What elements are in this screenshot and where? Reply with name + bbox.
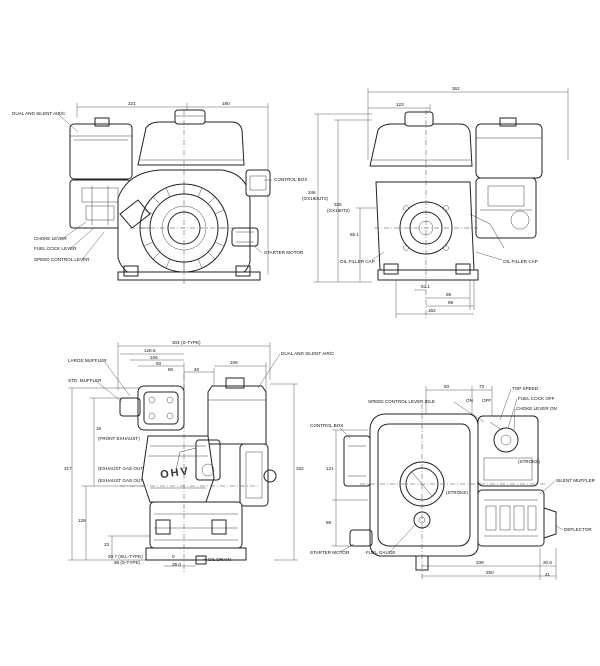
dim-123: 123: [396, 102, 404, 107]
dim-41: 41: [545, 572, 551, 577]
dim-221: 221: [128, 101, 136, 106]
dim-239: 239: [476, 560, 484, 565]
label-control-box-2: CONTROL BOX: [310, 423, 343, 428]
label-speed-control-lever: SPEED CONTROL LEVER: [34, 257, 90, 262]
label-starter-motor-2: STARTER MOTOR: [310, 550, 350, 555]
dim-346: 346: [308, 190, 316, 195]
dim-73: 73: [479, 384, 485, 389]
dim-99: 99: [448, 300, 454, 305]
dim-20-7: 20.7 (W,L-TYPE): [108, 554, 143, 559]
dim-80: 80: [168, 367, 174, 372]
dim-332: 332: [296, 466, 304, 471]
label-deflector: DEFLECTOR: [564, 527, 592, 532]
dim-88-b: 88: [326, 520, 332, 525]
label-fuel-cock-off: FUEL COCK OFF: [518, 396, 555, 401]
label-on: ON: [466, 398, 473, 403]
label-oil-drain: OIL DRAIN: [208, 557, 231, 562]
dim-106-a: 106: [150, 355, 158, 360]
label-stroke-1: (STROKE): [518, 459, 540, 464]
dim-20-6: 20.6: [543, 560, 552, 565]
dim-0: 0: [172, 554, 175, 559]
dim-335-sub: (GX160T2): [327, 208, 350, 213]
dim-304: 304 (S-TYPE): [172, 340, 201, 345]
dim-106-b: 106: [230, 360, 238, 365]
dim-121: 121: [326, 466, 334, 471]
label-speed-control-idle: SPEED CONTROL LEVER IDLE: [368, 399, 435, 404]
dim-23: 23: [104, 542, 110, 547]
label-oil-filler-cap-right: OIL FILLER CAP: [503, 259, 538, 264]
label-choke-lever-on: CHOKE LEVER ON: [516, 406, 557, 411]
dim-83: 83: [444, 384, 450, 389]
dim-335: 335: [334, 202, 342, 207]
dim-65-1: 65.1: [350, 232, 359, 237]
label-fuel-cock-lever: FUEL COCK LEVER: [34, 246, 77, 251]
label-top-speed: TOP SPEED: [512, 386, 539, 391]
dim-39: 39.0: [172, 562, 181, 567]
dim-126-5: 126.5: [144, 348, 156, 353]
dim-250: 250: [486, 570, 494, 575]
dim-362: 362: [452, 86, 460, 91]
dim-40: 40: [194, 367, 200, 372]
dim-346-sub: (GX160UT2): [302, 196, 329, 201]
label-silent-muffler: SILENT MUFFLER: [556, 478, 596, 483]
label-dual-silent-aircleaner: DUAL AND SILENT AIR/C: [12, 111, 66, 116]
view-exhaust-side: 304 (S-TYPE) 126.5 106 93 80 40 106 317 …: [64, 340, 335, 574]
label-starter-motor: STARTER MOTOR: [264, 250, 304, 255]
view-front-side: 221 180: [12, 101, 307, 284]
dim-317: 317: [64, 466, 72, 471]
label-fuel-gauge: FUEL GAUGE: [366, 550, 395, 555]
label-off: OFF: [482, 398, 491, 403]
dim-180: 180: [222, 101, 230, 106]
label-exhaust-large: (EXHAUST GAS OUT LARGE): [98, 478, 162, 483]
label-std-muffler: STD. MUFFLER: [68, 378, 102, 383]
dim-36: 36 (S-TYPE): [114, 560, 141, 565]
dim-126: 126: [78, 518, 86, 523]
label-control-box: CONTROL BOX: [274, 177, 307, 182]
engine-brand-ohv: OHV: [159, 465, 190, 481]
label-exhaust-std: (EXHAUST GAS OUT STD.): [98, 466, 157, 471]
dim-93: 93: [156, 361, 162, 366]
label-front-exhaust: (FRONT EXHAUST): [98, 436, 140, 441]
label-choke-lever: CHOKE LEVER: [34, 236, 67, 241]
dim-63-1: 63.1: [421, 284, 430, 289]
view-rear-end: 362 123 346 (GX160UT2) 335 (GX160T2) 65.…: [302, 86, 569, 318]
label-large-muffler: LARGE MUFFLER: [68, 358, 107, 363]
dim-18: 18: [96, 426, 102, 431]
label-dual-silent-aircleaner-2: DUAL AND SILENT AIR/C: [281, 351, 335, 356]
label-stroke-2: (STROKE): [446, 490, 468, 495]
dim-88: 88: [446, 292, 452, 297]
view-top: 83 73 121 88: [310, 384, 596, 580]
label-oil-filler-cap-left: OIL FILLER CAP: [340, 259, 375, 264]
dim-162: 162: [428, 308, 436, 313]
